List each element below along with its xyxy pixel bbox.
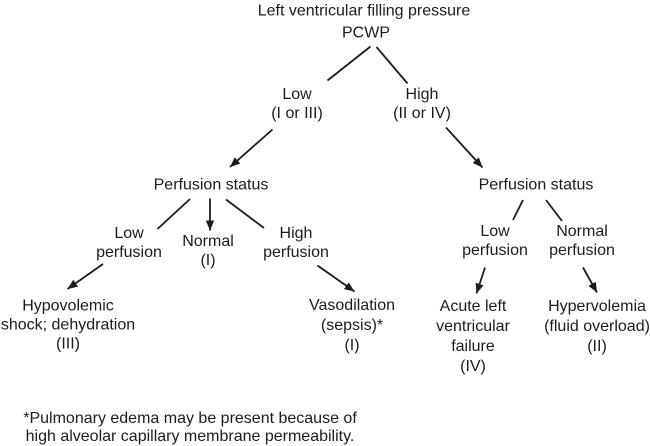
node-line: Vasodilation bbox=[309, 297, 395, 314]
node-line: shock; dehydration bbox=[0, 316, 136, 334]
arrow-low-to-perfusion-status bbox=[229, 128, 274, 168]
node-line: perfusion bbox=[263, 244, 329, 261]
arrow-high-perfusion-to-vasodilation bbox=[316, 264, 356, 293]
node-line: Normal bbox=[556, 223, 608, 240]
node-low-pcwp: Low (I or III) bbox=[271, 85, 323, 123]
node-line: Hypovolemic bbox=[22, 297, 114, 315]
node-line: (II or IV) bbox=[393, 105, 451, 122]
node-line: Low bbox=[282, 86, 312, 103]
node-line: Low bbox=[480, 223, 510, 240]
node-hypervolemia: Hypervolemia (fluid overload) (II) bbox=[544, 297, 650, 357]
node-hypovolemic-shock: Hypovolemic shock; dehydration (III) bbox=[1, 297, 135, 354]
node-pcwp: PCWP bbox=[342, 24, 390, 42]
edge-pcwp-to-low bbox=[326, 45, 372, 82]
node-line: perfusion bbox=[549, 242, 615, 259]
node-line: High bbox=[405, 86, 439, 103]
edge-perfusion-left-to-high-perfusion bbox=[225, 198, 265, 229]
footnote-line: *Pulmonary edema may be present because … bbox=[23, 410, 357, 427]
node-line: Normal bbox=[182, 233, 234, 250]
node-high-pcwp: High (II or IV) bbox=[393, 85, 451, 123]
node-line: High bbox=[279, 225, 313, 242]
node-line: (I) bbox=[344, 337, 360, 354]
node-line: (IV) bbox=[460, 358, 486, 375]
node-line: (I) bbox=[200, 252, 216, 269]
node-line: (II) bbox=[587, 338, 607, 355]
arrow-normal-perfusion-to-hypervolemia bbox=[582, 267, 598, 293]
node-high-perfusion-left: High perfusion bbox=[263, 224, 329, 262]
node-perfusion-status-right: Perfusion status bbox=[478, 176, 594, 194]
node-low-perfusion-right: Low perfusion bbox=[462, 222, 528, 260]
node-acute-lv-failure: Acute left ventricular failure (IV) bbox=[436, 297, 510, 377]
edge-perfusion-right-to-low-perfusion bbox=[512, 199, 524, 221]
footnote-line: high alveolar capillary membrane permeab… bbox=[25, 428, 355, 445]
node-vasodilation: Vasodilation (sepsis)* (I) bbox=[309, 296, 395, 356]
node-line: (I or III) bbox=[271, 105, 323, 122]
edge-perfusion-left-to-low-perfusion bbox=[156, 198, 191, 230]
arrow-high-to-perfusion-status bbox=[445, 126, 484, 169]
node-line: failure bbox=[451, 338, 495, 355]
arrow-low-perfusion-to-acute-failure bbox=[475, 267, 486, 294]
edge-perfusion-right-to-normal-perfusion bbox=[545, 199, 563, 222]
node-line: perfusion bbox=[96, 244, 162, 261]
node-line: (sepsis)* bbox=[320, 317, 384, 334]
node-line: Acute left bbox=[439, 298, 507, 315]
node-title: Left ventricular filling pressure bbox=[257, 2, 471, 20]
node-normal-perfusion-left: Normal (I) bbox=[182, 232, 234, 270]
footnote: *Pulmonary edema may be present because … bbox=[23, 410, 357, 446]
node-line: Hypervolemia bbox=[548, 298, 646, 315]
node-perfusion-status-left: Perfusion status bbox=[153, 176, 269, 194]
node-line: ventricular bbox=[436, 318, 510, 335]
arrow-low-perfusion-to-hypovolemic bbox=[66, 263, 104, 290]
node-line: Low bbox=[114, 225, 144, 242]
node-line: (fluid overload) bbox=[544, 318, 650, 335]
node-line: (III) bbox=[56, 335, 80, 353]
edge-pcwp-to-high bbox=[375, 46, 409, 85]
node-line: perfusion bbox=[462, 242, 528, 259]
node-normal-perfusion-right: Normal perfusion bbox=[549, 222, 615, 260]
node-low-perfusion-left: Low perfusion bbox=[96, 224, 162, 262]
